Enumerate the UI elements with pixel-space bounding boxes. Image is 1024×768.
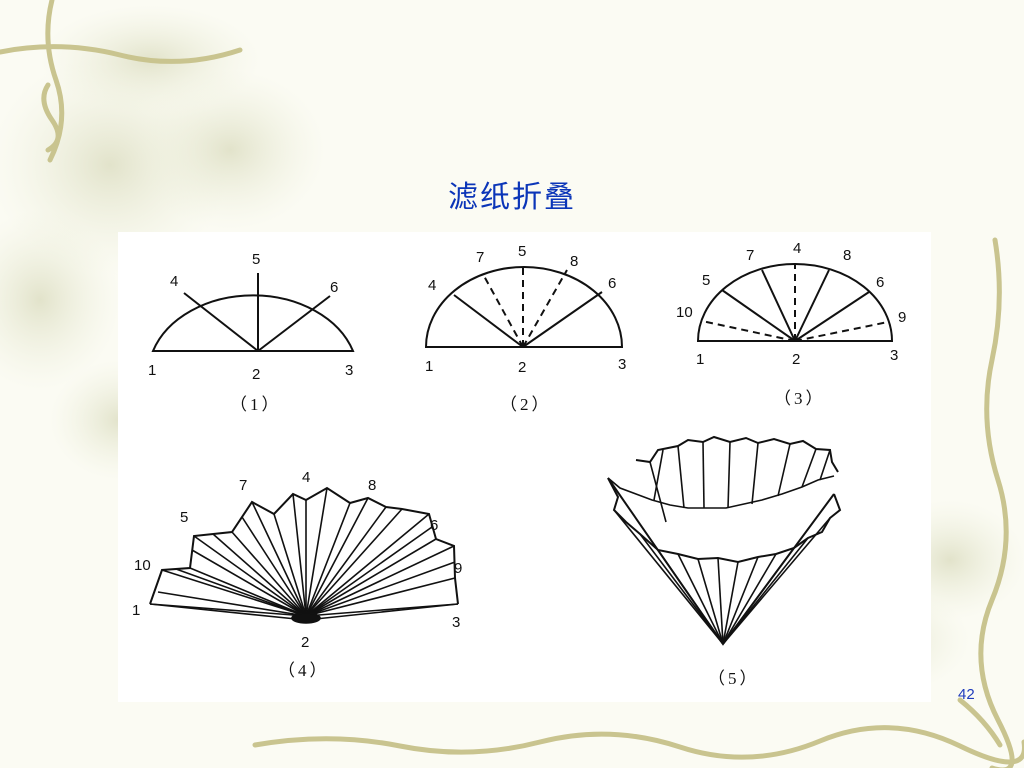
fan-apex	[291, 612, 321, 624]
label-5: 5	[180, 509, 188, 526]
label-2: 2	[252, 366, 260, 383]
label-6: 6	[876, 274, 884, 291]
label-5: 5	[518, 243, 526, 260]
fold-line	[453, 294, 524, 348]
folding-diagram: 1 2 3 4 5 6 （1） 1 2 3 4 5 6 7 8 （2）	[118, 232, 931, 702]
page-number: 42	[958, 686, 975, 703]
caption-4: （4）	[278, 661, 330, 680]
dashed-fold-line	[483, 275, 524, 348]
label-4: 4	[302, 469, 310, 486]
dashed-fold-line	[794, 321, 889, 342]
label-7: 7	[239, 477, 247, 494]
label-2: 2	[301, 634, 309, 651]
label-3: 3	[452, 614, 460, 631]
label-6: 6	[608, 275, 616, 292]
panel-5: （5）	[607, 435, 842, 688]
cone-fold-band	[607, 475, 835, 509]
fold-line	[183, 292, 259, 352]
label-1: 1	[148, 362, 156, 379]
panel-3: 1 2 3 4 5 6 7 8 9 10 （3）	[676, 240, 906, 408]
label-8: 8	[570, 253, 578, 270]
dashed-fold-line	[701, 320, 796, 342]
slide-title: 滤纸折叠	[448, 180, 576, 215]
semicircle	[696, 263, 894, 342]
cone-rim-back	[635, 435, 839, 473]
label-8: 8	[368, 477, 376, 494]
caption-3: （3）	[774, 389, 826, 408]
fold-line	[721, 289, 796, 342]
cone-side	[607, 477, 835, 646]
label-9: 9	[898, 309, 906, 326]
label-7: 7	[476, 249, 484, 266]
dashed-fold-line	[522, 269, 568, 348]
label-3: 3	[345, 362, 353, 379]
fold-line	[257, 295, 331, 352]
label-8: 8	[843, 247, 851, 264]
caption-1: （1）	[230, 395, 282, 414]
fold-line	[794, 269, 830, 342]
fold-line	[794, 291, 870, 342]
label-1: 1	[696, 351, 704, 368]
label-1: 1	[132, 602, 140, 619]
panel-1: 1 2 3 4 5 6 （1）	[148, 251, 355, 414]
label-10: 10	[134, 557, 151, 574]
label-3: 3	[618, 356, 626, 373]
fold-line	[761, 269, 796, 342]
filter-paper-folding-figure: 1 2 3 4 5 6 （1） 1 2 3 4 5 6 7 8 （2）	[118, 232, 931, 702]
label-1: 1	[425, 358, 433, 375]
panel-2: 1 2 3 4 5 6 7 8 （2）	[424, 243, 626, 414]
label-4: 4	[793, 240, 801, 257]
label-7: 7	[746, 247, 754, 264]
pleat-lines	[149, 487, 459, 621]
label-10: 10	[676, 304, 693, 321]
label-2: 2	[518, 359, 526, 376]
label-4: 4	[428, 277, 436, 294]
caption-2: （2）	[500, 395, 552, 414]
cone-rim-front	[607, 477, 842, 564]
label-5: 5	[702, 272, 710, 289]
semicircle	[424, 266, 624, 348]
caption-5: （5）	[708, 669, 760, 688]
label-6: 6	[330, 279, 338, 296]
label-9: 9	[454, 560, 462, 577]
label-5: 5	[252, 251, 260, 268]
label-2: 2	[792, 351, 800, 368]
label-6: 6	[430, 517, 438, 534]
label-3: 3	[890, 347, 898, 364]
panel-4: 1 2 3 4 5 6 7 8 9 10 （4）	[132, 469, 462, 680]
label-4: 4	[170, 273, 178, 290]
fold-line	[522, 291, 603, 348]
